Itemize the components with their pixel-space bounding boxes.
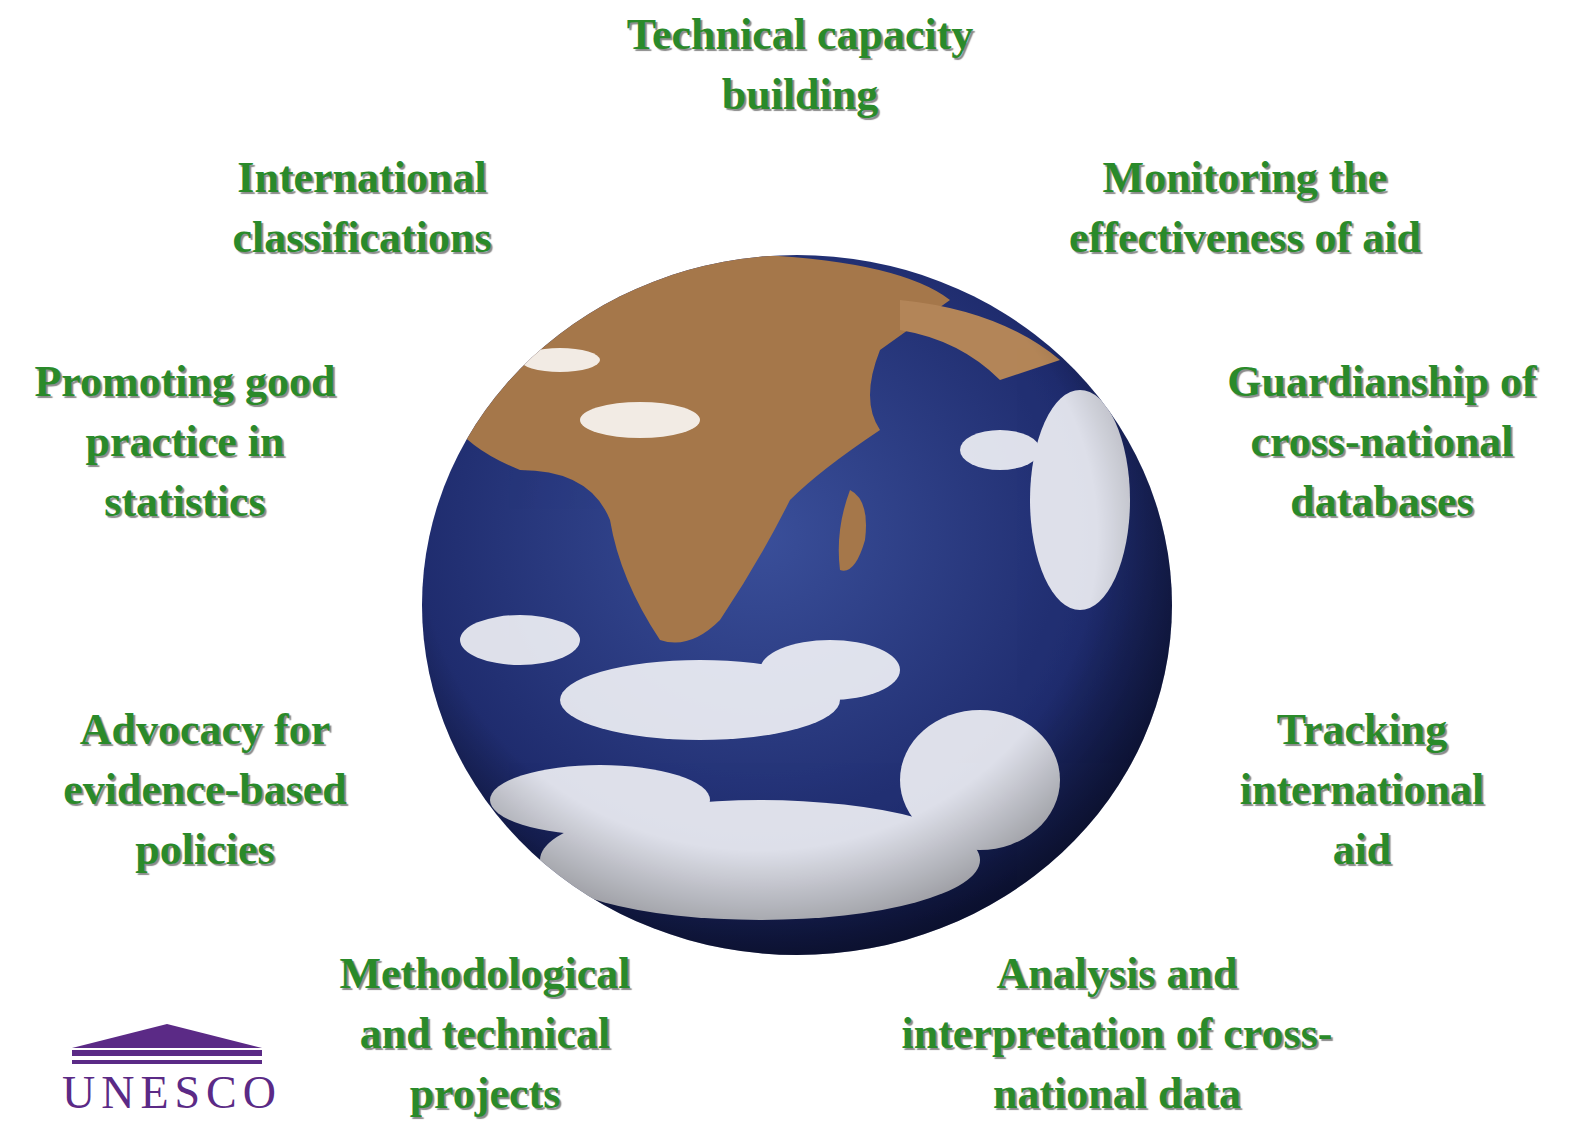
function-label: Advocacy for evidence-based policies [30, 700, 380, 880]
unesco-logo [72, 1024, 262, 1064]
function-label: Promoting good practice in statistics [5, 352, 365, 532]
function-label: International classifications [197, 148, 527, 268]
function-label: Monitoring the effectiveness of aid [1025, 148, 1465, 268]
function-label: Guardianship of cross-national databases [1202, 352, 1562, 532]
function-label: Analysis and interpretation of cross-nat… [862, 944, 1372, 1124]
logo-text: UNESCO [62, 1068, 272, 1118]
function-label: Tracking international aid [1217, 700, 1507, 880]
function-label: Technical capacity building [585, 5, 1015, 125]
function-label: Methodological and technical projects [305, 944, 665, 1124]
